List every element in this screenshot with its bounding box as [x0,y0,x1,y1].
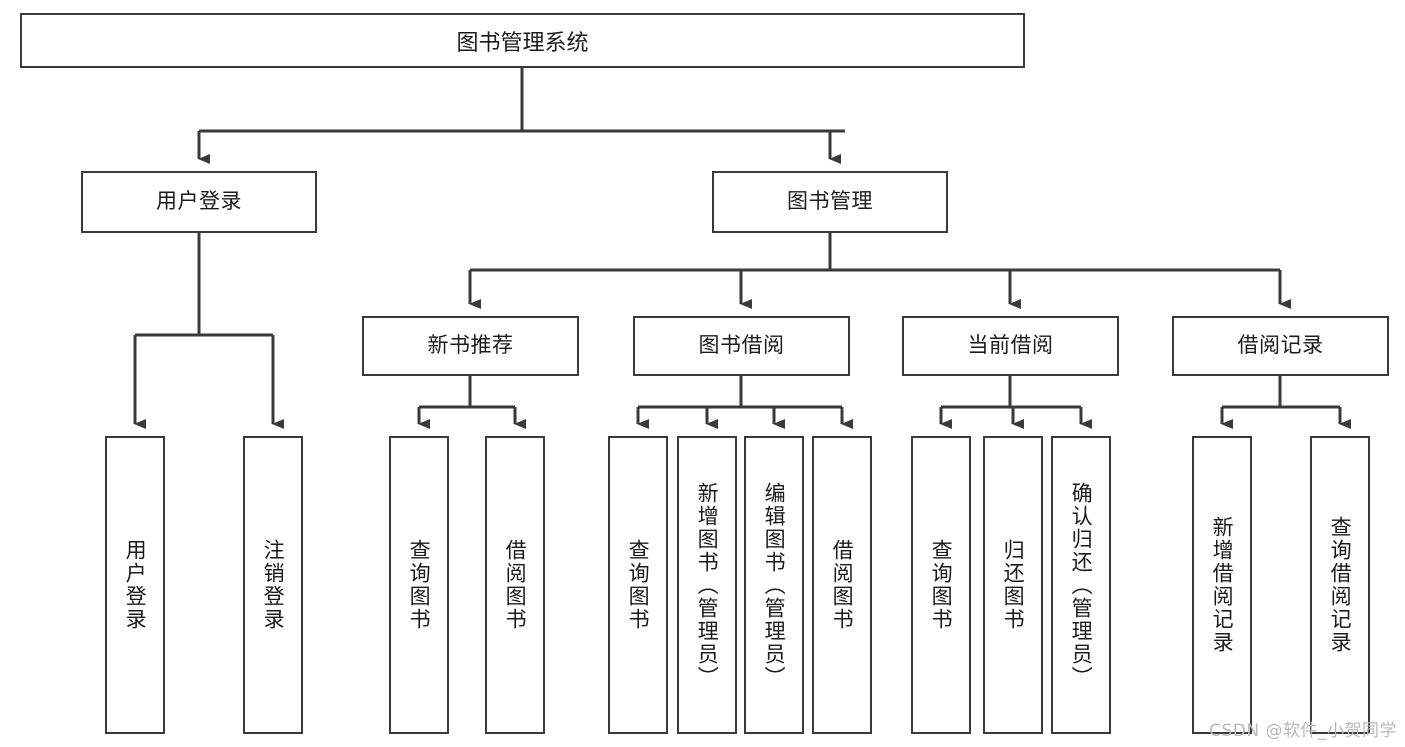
node-new-book-recommend[interactable]: 新书推荐 [362,316,579,376]
node-leaf-borrow-book-1[interactable]: 借阅图书 [485,436,545,734]
edges-borrowrecord-to-leaves [1220,376,1351,429]
watermark-text: CSDN @软件_小贺同学 [1209,721,1397,741]
node-leaf-confirm-return[interactable]: 确认归还（管理员） [1051,436,1111,734]
node-book-management[interactable]: 图书管理 [712,171,948,233]
node-borrow-record-label: 借阅记录 [1237,333,1324,358]
node-leaf-edit-book[interactable]: 编辑图书（管理员） [744,436,804,734]
node-leaf-return-book[interactable]: 归还图书 [983,436,1043,734]
node-leaf-borrow-book-2[interactable]: 借阅图书 [812,436,872,734]
node-leaf-add-record[interactable]: 新增借阅记录 [1192,436,1252,734]
edges-newbookrecommend-to-leaves [417,376,526,429]
node-new-book-recommend-label: 新书推荐 [427,333,514,358]
node-leaf-add-book-label: 新增图书（管理员） [695,481,720,689]
node-book-management-label: 图书管理 [787,189,873,214]
node-book-borrow[interactable]: 图书借阅 [633,316,850,376]
edges-bookmanagement-to-level2 [468,233,1291,309]
node-borrow-record[interactable]: 借阅记录 [1172,316,1389,376]
node-book-borrow-label: 图书借阅 [698,333,785,358]
node-leaf-query-book-3-label: 查询图书 [929,539,954,631]
edges-root-to-level1 [197,68,845,164]
node-leaf-logout[interactable]: 注销登录 [243,436,303,734]
node-current-borrow[interactable]: 当前借阅 [902,316,1119,376]
node-leaf-add-record-label: 新增借阅记录 [1210,516,1235,654]
node-current-borrow-label: 当前借阅 [967,333,1054,358]
node-leaf-query-book-3[interactable]: 查询图书 [911,436,971,734]
edges-userlogin-to-leaves [133,233,284,429]
edges-currentborrow-to-leaves [939,376,1092,429]
node-leaf-user-login-label: 用户登录 [123,539,148,631]
node-leaf-query-book-2-label: 查询图书 [626,539,651,631]
node-leaf-query-record[interactable]: 查询借阅记录 [1310,436,1370,734]
node-leaf-add-book[interactable]: 新增图书（管理员） [677,436,737,734]
node-leaf-logout-label: 注销登录 [261,539,286,631]
node-root-system[interactable]: 图书管理系统 [20,13,1025,68]
node-leaf-edit-book-label: 编辑图书（管理员） [762,481,787,689]
node-leaf-query-book-2[interactable]: 查询图书 [608,436,668,734]
node-user-login-label: 用户登录 [156,189,242,214]
node-leaf-user-login[interactable]: 用户登录 [105,436,165,734]
node-leaf-query-book-1-label: 查询图书 [407,539,432,631]
node-root-label: 图书管理系统 [456,30,589,56]
edges-bookborrow-to-leaves [636,376,853,429]
node-leaf-query-book-1[interactable]: 查询图书 [389,436,449,734]
node-leaf-return-book-label: 归还图书 [1001,539,1026,631]
node-leaf-borrow-book-1-label: 借阅图书 [503,539,528,631]
node-leaf-query-record-label: 查询借阅记录 [1328,516,1353,654]
node-user-login[interactable]: 用户登录 [81,171,317,233]
node-leaf-confirm-return-label: 确认归还（管理员） [1069,481,1094,689]
node-leaf-borrow-book-2-label: 借阅图书 [830,539,855,631]
